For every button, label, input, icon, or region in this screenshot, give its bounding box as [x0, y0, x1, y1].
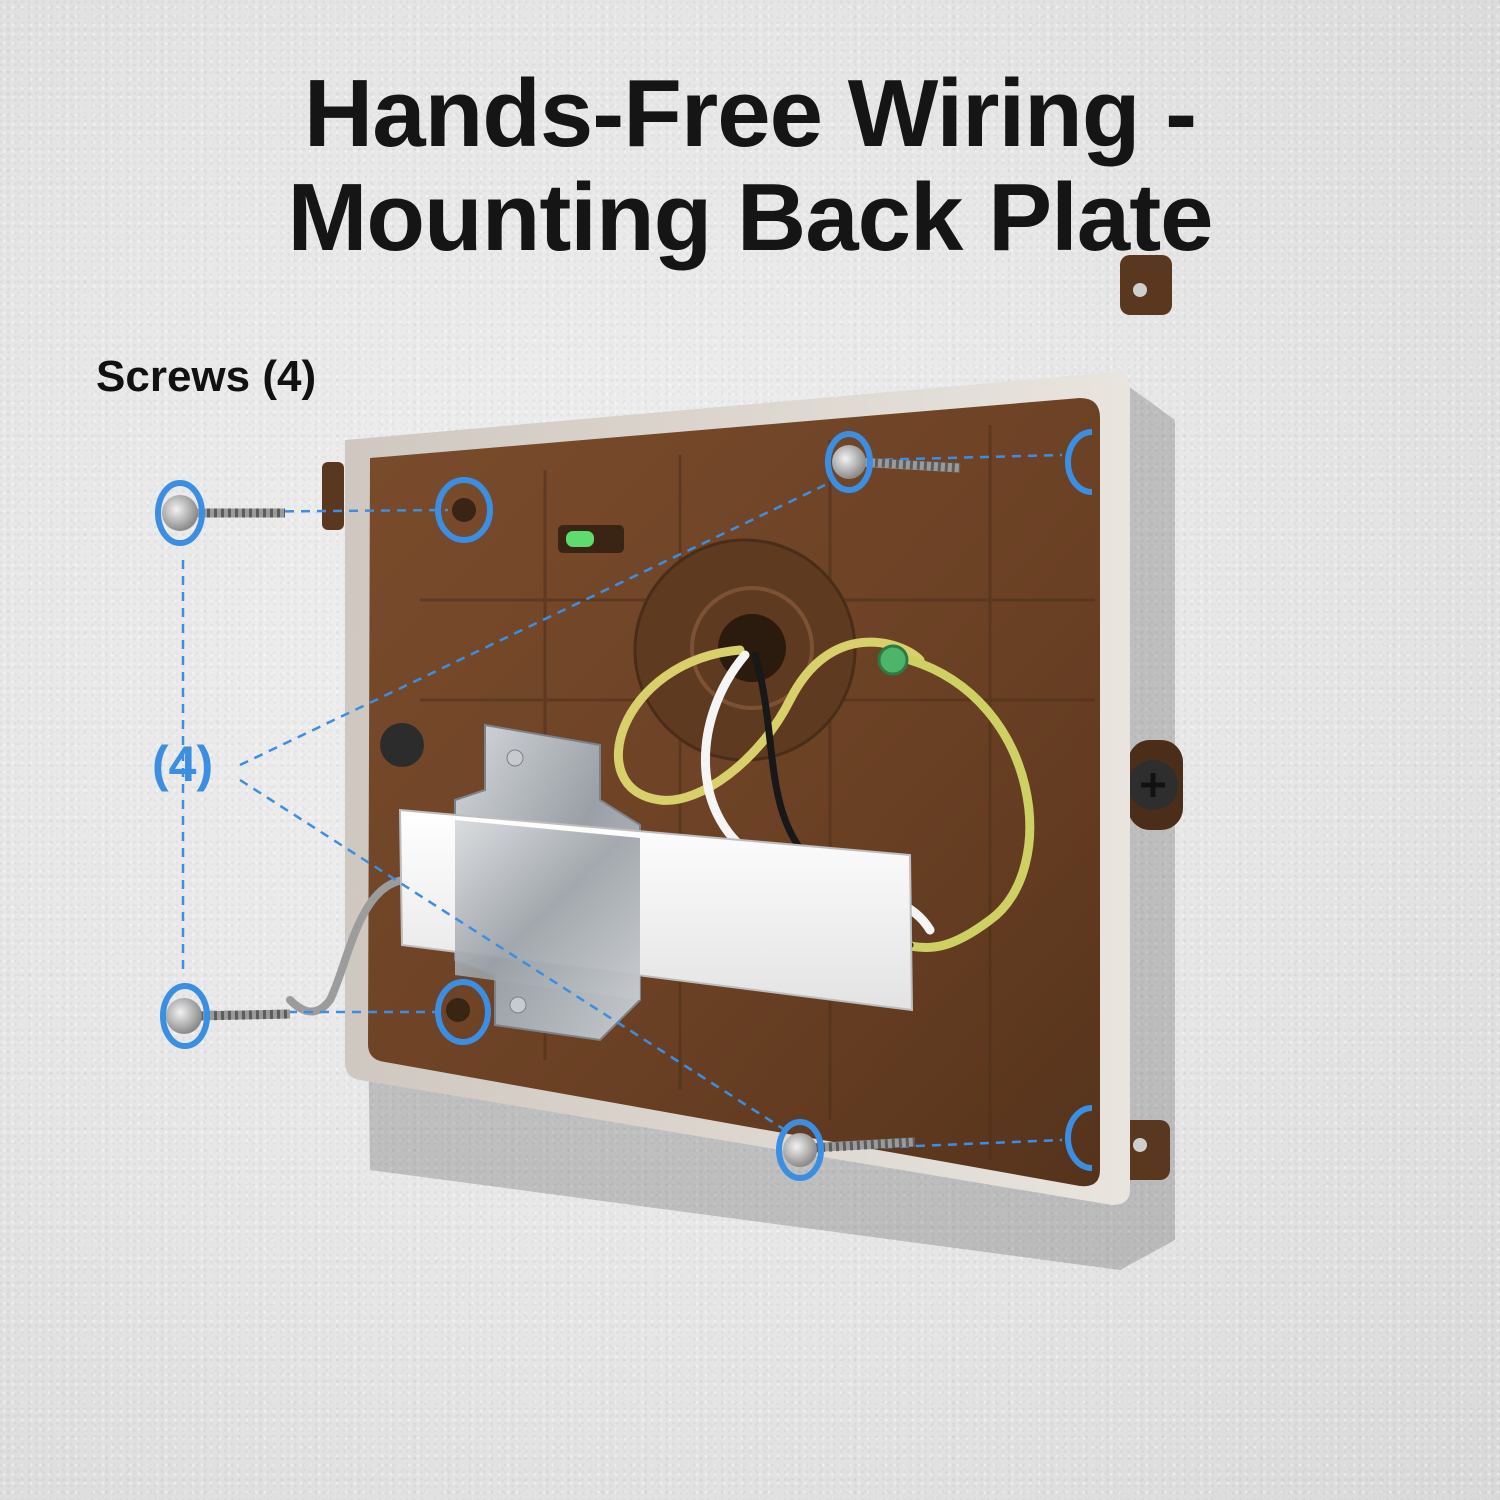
led-driver-bracket-band — [455, 820, 640, 1000]
ring-screw-bottom-right — [776, 1119, 824, 1181]
alignment-peg — [322, 462, 344, 530]
bracket-screw-bottom — [509, 996, 527, 1014]
ring-screw-top-left — [155, 480, 205, 546]
headline-line-1: Hands-Free Wiring - — [303, 60, 1197, 167]
bottom-left-hole — [446, 998, 470, 1022]
ring-screw-bottom-left — [160, 983, 210, 1049]
screw-top-left — [162, 495, 285, 531]
highlight-rings — [155, 429, 1093, 1181]
ring-screw-top-right — [825, 431, 873, 493]
headline: Hands-Free Wiring - Mounting Back Plate — [0, 62, 1500, 270]
headline-line-2: Mounting Back Plate — [287, 164, 1213, 271]
bracket-screw-top — [506, 749, 524, 767]
yellow-green-wire-left — [613, 637, 925, 805]
bubble-level-vial — [566, 531, 594, 547]
ring-hole-bottom-left — [435, 979, 491, 1045]
side-tab-bottom-hole — [1133, 1138, 1147, 1152]
plate-grommet — [380, 723, 424, 767]
top-left-hole — [452, 498, 476, 522]
ring-hole-top-right — [1065, 429, 1093, 495]
side-tab-top-hole — [1133, 283, 1147, 297]
input-wires — [286, 875, 424, 1016]
screw-count-label: (4) — [152, 736, 214, 792]
ring-hole-bottom-right — [1065, 1105, 1093, 1171]
ground-screw — [877, 644, 909, 676]
side-tab-bottom — [1120, 1120, 1170, 1180]
side-tab-top — [1120, 255, 1172, 315]
screw-bottom-left — [166, 998, 291, 1034]
screws-label: Screws (4) — [96, 352, 317, 401]
screw-top-right — [832, 445, 961, 479]
side-knob-slot — [1141, 773, 1165, 797]
screw-bottom-right — [783, 1133, 916, 1167]
knockout-inner-ring — [690, 586, 814, 710]
yellow-green-wire-right — [900, 655, 1035, 952]
ring-hole-top-left — [435, 477, 493, 543]
